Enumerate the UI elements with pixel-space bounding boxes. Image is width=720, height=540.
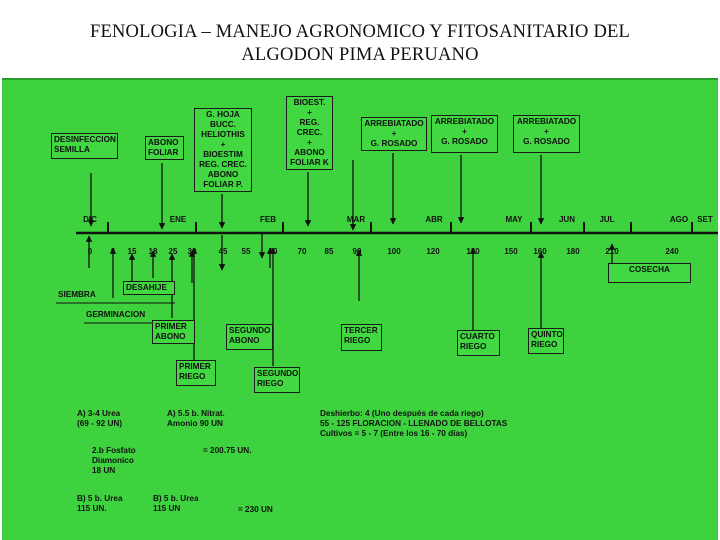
box-cuarto-riego: CUARTO RIEGO (457, 330, 500, 356)
box-segundo-abono: SEGUNDO ABONO (226, 324, 273, 350)
day-label: 160 (533, 247, 547, 256)
month-label: AGO (670, 215, 688, 224)
label-siembra: SIEMBRA (58, 290, 96, 299)
day-label: 15 (128, 247, 137, 256)
day-label: 120 (426, 247, 440, 256)
month-label: JUN (559, 215, 575, 224)
connector-arrows (56, 153, 616, 366)
box-desinfeccion-semilla: DESINFECCION SEMILLA (51, 133, 118, 159)
day-label: 85 (325, 247, 334, 256)
month-label: ENE (170, 215, 187, 224)
month-labels: DIC ENE FEB MAR ABR MAY JUN JUL AGO SET (83, 215, 713, 224)
month-ticks (107, 222, 693, 233)
note-b-urea-2: B) 5 b. Urea 115 UN (153, 494, 199, 513)
box-tercer-riego: TERCER RIEGO (341, 324, 382, 351)
month-label: DIC (83, 215, 97, 224)
day-label: 90 (353, 247, 362, 256)
month-label: FEB (260, 215, 276, 224)
day-labels: 0615182530455560708590100120130150160180… (88, 247, 679, 256)
day-label: 25 (169, 247, 178, 256)
day-label: 100 (387, 247, 401, 256)
month-label: MAY (505, 215, 523, 224)
diagram-background (2, 78, 718, 540)
note-total-b: = 230 UN (238, 505, 273, 514)
slide-title-line1: FENOLOGIA – MANEJO AGRONOMICO Y FITOSANI… (89, 22, 631, 42)
note-total-a: = 200.75 UN. (203, 446, 252, 455)
day-label: 55 (242, 247, 251, 256)
box-g-hoja: G. HOJA BUCC. HELIOTHIS + BIOESTIM REG. … (194, 108, 252, 192)
box-cosecha: COSECHA (608, 263, 691, 283)
month-label: ABR (425, 215, 443, 224)
day-label: 70 (298, 247, 307, 256)
label-germinacion: GERMINACION (86, 310, 146, 319)
box-arrebiatado-1: ARREBIATADO + G. ROSADO (361, 117, 427, 151)
day-label: 0 (88, 247, 93, 256)
box-arrebiatado-3: ARREBIATADO + G. ROSADO (513, 115, 580, 153)
slide-title-line2: ALGODON PIMA PERUANO (241, 45, 479, 65)
month-label: SET (697, 215, 713, 224)
note-fosfato: 2.b Fosfato Diamonico 18 UN (92, 446, 136, 475)
day-label: 150 (504, 247, 518, 256)
box-quinto-riego: QUINTO RIEGO (528, 328, 564, 354)
month-label: JUL (599, 215, 614, 224)
day-label: 180 (566, 247, 580, 256)
note-a-nitrat: A) 5.5 b. Nitrat. Amonio 90 UN (167, 409, 225, 428)
box-arrebiatado-2: ARREBIATADO + G. ROSADO (431, 115, 498, 153)
box-primer-riego: PRIMER RIEGO (176, 360, 216, 386)
box-abono-foliar: ABONO FOLIAR (145, 136, 184, 160)
note-a-urea: A) 3-4 Urea (69 - 92 UN) (77, 409, 123, 428)
day-label: 45 (219, 247, 228, 256)
note-b-urea-1: B) 5 b. Urea 115 UN. (77, 494, 123, 513)
box-primer-abono: PRIMER ABONO (152, 320, 195, 344)
note-deshierbo: Deshierbo: 4 (Uno después de cada riego)… (320, 409, 508, 438)
day-label: 240 (665, 247, 679, 256)
month-label: MAR (347, 215, 365, 224)
box-segundo-riego: SEGUNDO RIEGO (254, 367, 300, 393)
box-desahije: DESAHIJE (123, 281, 175, 295)
box-bioest: BIOEST. + REG. CREC. + ABONO FOLIAR K (286, 96, 333, 170)
